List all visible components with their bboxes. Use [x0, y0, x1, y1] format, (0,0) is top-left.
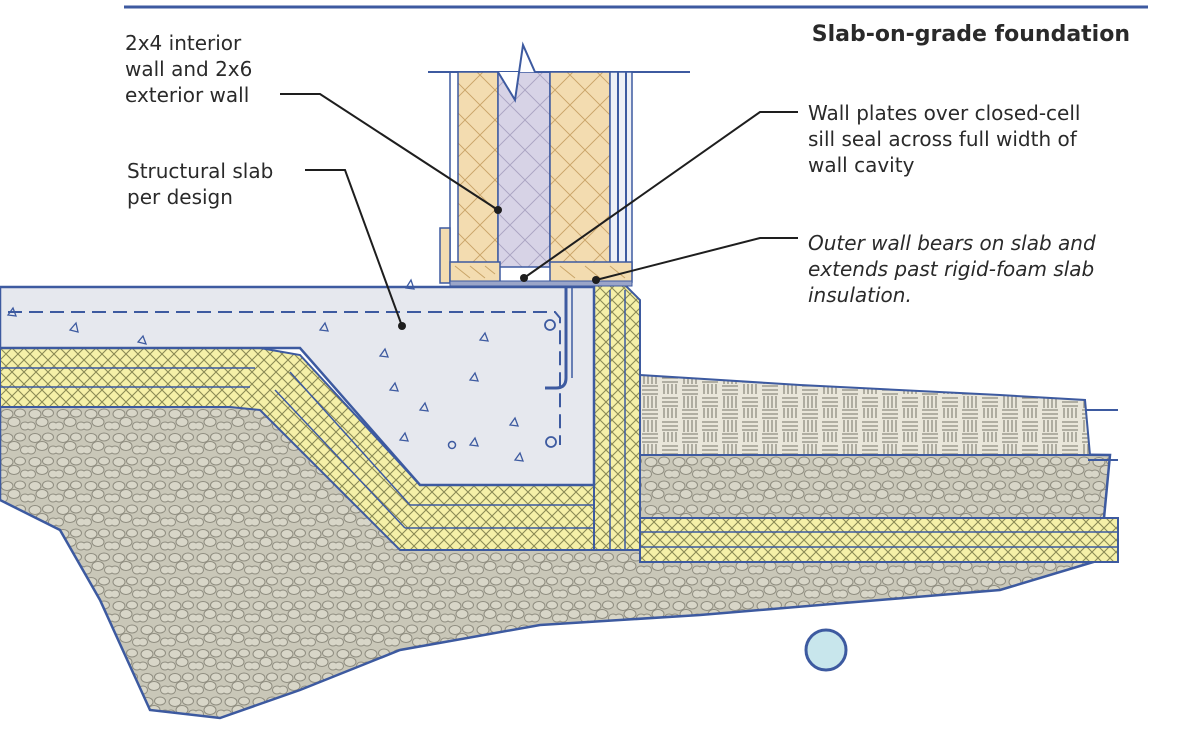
label-wall-plates: Wall plates over closed-cell sill seal a… — [808, 101, 1081, 177]
sill-seal — [449, 280, 633, 287]
wall-break — [497, 41, 550, 103]
leader-outer — [595, 237, 798, 281]
label-walls: 2x4 interior wall and 2x6 exterior wall — [125, 31, 253, 107]
edge-foam — [593, 284, 641, 551]
label-outer-wall: Outer wall bears on slab and extends pas… — [808, 231, 1096, 307]
wall-sheathing — [497, 71, 551, 268]
wall-assembly — [428, 41, 690, 287]
leader-walls — [280, 93, 499, 211]
leader-plates — [523, 111, 798, 279]
anchor-bolt — [545, 262, 568, 390]
leader-slab — [305, 169, 403, 327]
aggregate-marks — [6, 278, 524, 462]
soil-backfill — [639, 373, 1092, 456]
aggregate-dot — [447, 440, 457, 450]
concrete-slab — [0, 285, 596, 487]
leader-dots — [398, 206, 600, 330]
rebar-dashed — [8, 311, 561, 445]
bottom-plate-exterior — [549, 261, 633, 283]
rebar-dot — [545, 436, 557, 448]
drywall — [439, 227, 451, 284]
rebar-dot — [544, 319, 556, 331]
foam-wing — [639, 517, 1119, 563]
exterior-stud — [549, 71, 611, 268]
label-slab: Structural slab per design — [127, 159, 274, 209]
interior-stud — [457, 71, 499, 268]
exterior-layers — [609, 71, 633, 273]
leader-lines — [280, 93, 798, 327]
drain-pipe — [804, 628, 848, 672]
diagram-title: Slab-on-grade foundation — [811, 22, 1130, 47]
